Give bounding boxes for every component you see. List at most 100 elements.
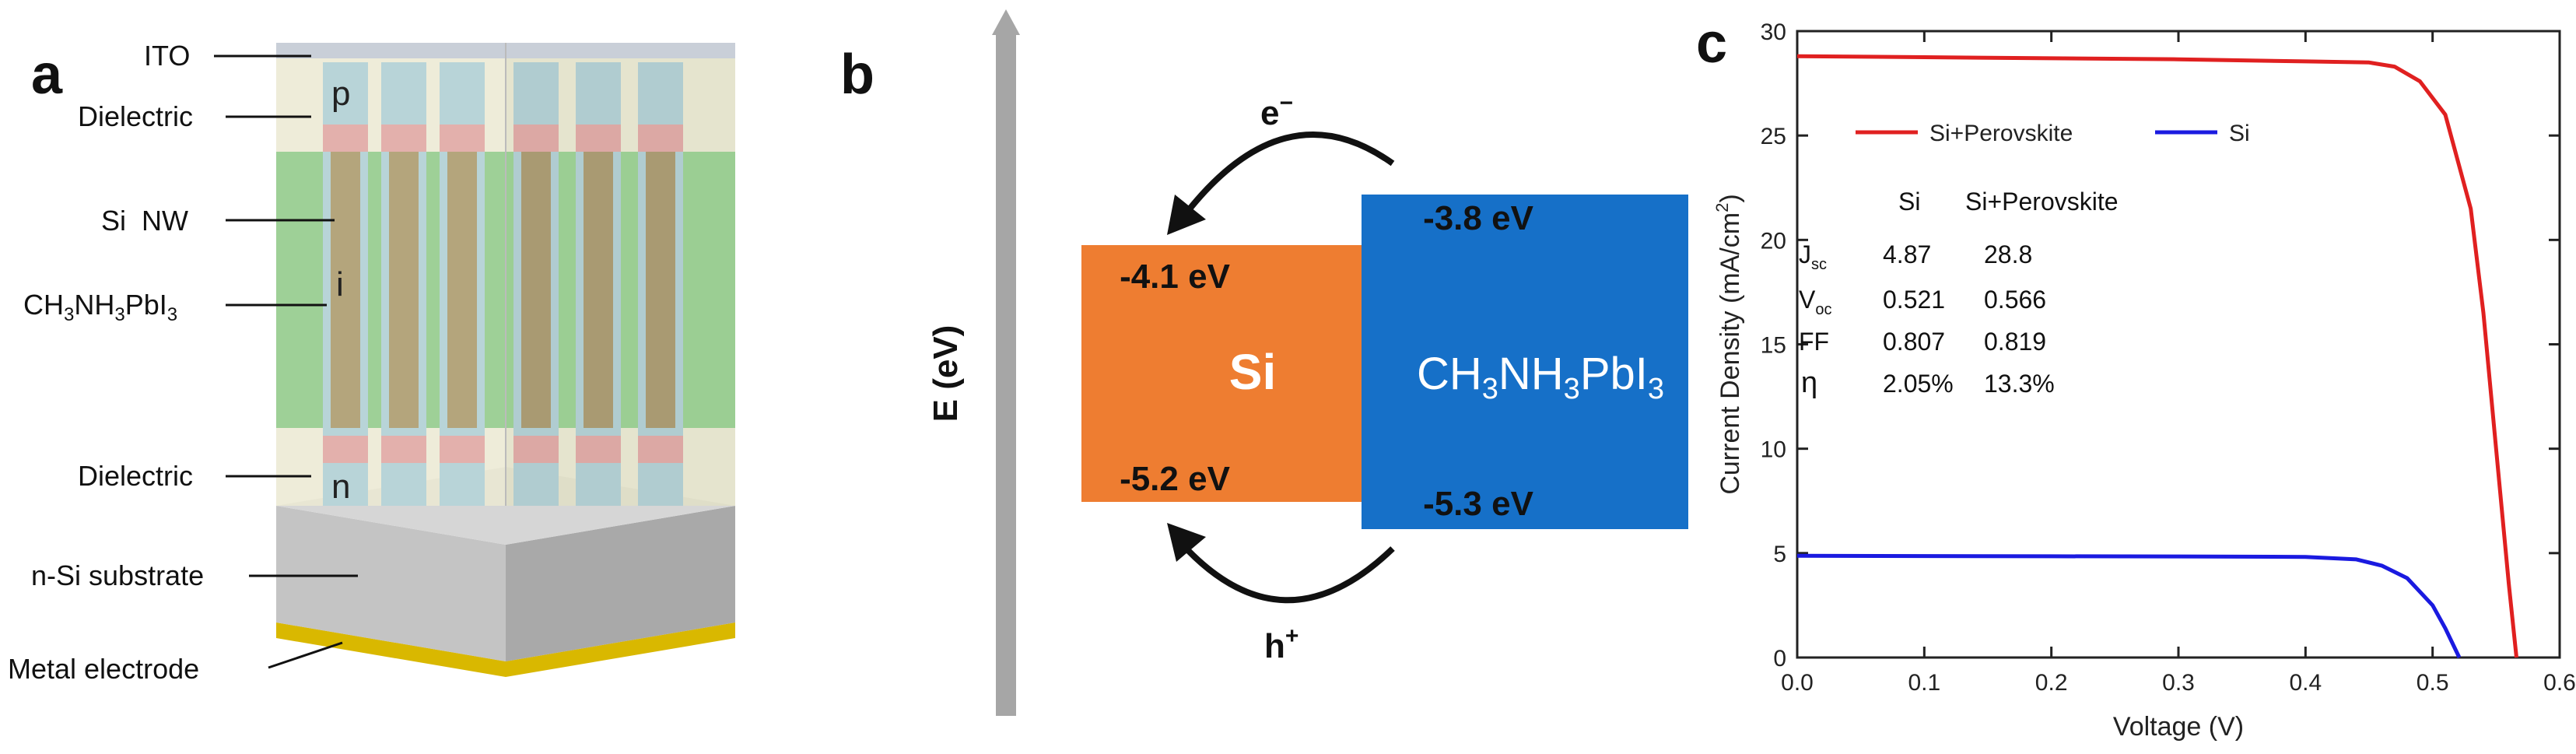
table-si-voc: 0.521 xyxy=(1883,286,1945,314)
label-si-nw: Si NW xyxy=(101,205,188,237)
si-band-box xyxy=(1081,245,1408,502)
nanowire-5-dielectric-bottom xyxy=(576,436,621,463)
table-param-ff: FF xyxy=(1799,328,1829,356)
hole-label: h+ xyxy=(1264,623,1299,665)
electron-label: e− xyxy=(1260,90,1293,132)
legend-label: Si xyxy=(2229,121,2250,146)
label-dielectric-top: Dielectric xyxy=(78,100,193,132)
x-tick-label: 0.0 xyxy=(1781,670,1814,696)
table-sp-voc: 0.566 xyxy=(1984,286,2046,314)
table-param-jsc: Jsc xyxy=(1799,240,1827,273)
perovskite-label-pbi: PbI xyxy=(1580,349,1648,399)
chart-x-axis-label: Voltage (V) xyxy=(2113,712,2244,742)
band-diagram-svg: b E (eV) Si -4.1 eV -5.2 eV CH3NH3PbI3 -… xyxy=(840,9,1688,716)
x-tick-label: 0.4 xyxy=(2289,670,2322,696)
region-label-i: i xyxy=(336,265,344,303)
region-label-p: p xyxy=(331,75,350,113)
panel-letter-c: c xyxy=(1696,12,1727,75)
table-header-sp: Si+Perovskite xyxy=(1965,188,2119,216)
perovskite-band-box xyxy=(1362,195,1688,529)
y-tick-label: 20 xyxy=(1761,228,1786,254)
nanowire-1-core xyxy=(331,152,360,428)
energy-axis-label: E (eV) xyxy=(927,325,965,423)
chart-y-label-main: Current Density (mA/cm xyxy=(1716,212,1745,495)
label-perovskite-sub3: 3 xyxy=(167,304,177,325)
perovskite-label-s2: 3 xyxy=(1564,373,1580,405)
nanowire-3-dielectric-top xyxy=(440,124,485,152)
label-perovskite-sub2: 3 xyxy=(114,304,124,325)
y-tick-label: 5 xyxy=(1773,542,1786,567)
si-conduction-level: -4.1 eV xyxy=(1120,258,1231,296)
perovskite-valence-level: -5.3 eV xyxy=(1423,485,1534,523)
si-valence-level: -5.2 eV xyxy=(1120,460,1231,498)
nanowire-array xyxy=(323,62,683,506)
label-ito: ITO xyxy=(144,40,190,72)
label-dielectric-bottom: Dielectric xyxy=(78,460,193,492)
nanowire-5-dielectric-top xyxy=(576,124,621,152)
y-tick-label: 15 xyxy=(1761,333,1786,359)
nanowire-2-dielectric-bottom xyxy=(381,436,426,463)
nanowire-2-core xyxy=(389,152,419,428)
y-tick-label: 25 xyxy=(1761,124,1786,149)
metal-electrode-layer xyxy=(276,622,735,677)
label-metal-electrode: Metal electrode xyxy=(8,653,199,685)
nanowire-1-dielectric-top xyxy=(323,124,368,152)
label-perovskite: CH3NH3PbI3 xyxy=(23,289,177,325)
nanowire-4-dielectric-top xyxy=(513,124,559,152)
legend-label: Si+Perovskite xyxy=(1929,121,2073,146)
perovskite-label-s3: 3 xyxy=(1648,373,1664,405)
electron-arrowhead xyxy=(1167,195,1206,235)
nanowire-1-dielectric-bottom xyxy=(323,436,368,463)
table-sp-eta: 13.3% xyxy=(1984,370,2055,398)
table-si-eta: 2.05% xyxy=(1883,370,1954,398)
table-sp-ff: 0.819 xyxy=(1984,328,2046,356)
nanowire-6-core xyxy=(646,152,675,428)
panel-b-band-diagram: b E (eV) Si -4.1 eV -5.2 eV CH3NH3PbI3 -… xyxy=(840,0,1688,754)
nanowire-2-dielectric-top xyxy=(381,124,426,152)
x-tick-label: 0.1 xyxy=(1908,670,1940,696)
label-perovskite-pbi: PbI xyxy=(125,289,167,321)
label-perovskite-ch: CH xyxy=(23,289,64,321)
y-tick-label: 10 xyxy=(1761,437,1786,463)
energy-axis-arrowhead xyxy=(992,9,1020,35)
label-perovskite-sub1: 3 xyxy=(64,304,74,325)
hole-label-base: h xyxy=(1264,627,1285,665)
callout-metal xyxy=(268,641,343,669)
hole-transfer-arrow xyxy=(1180,542,1395,604)
table-si-jsc: 4.87 xyxy=(1883,240,1931,268)
perovskite-label-nh: NH xyxy=(1498,349,1564,399)
panel-a-device-schematic: a xyxy=(0,0,840,754)
nanowire-6-dielectric-top xyxy=(638,124,683,152)
x-tick-label: 0.6 xyxy=(2543,670,2576,696)
nanowire-3-core xyxy=(447,152,477,428)
panel-letter-a: a xyxy=(31,44,63,106)
table-param-voc-main: V xyxy=(1799,286,1816,314)
perovskite-conduction-level: -3.8 eV xyxy=(1423,199,1534,237)
table-param-jsc-main: J xyxy=(1799,240,1811,268)
nanowire-4-core xyxy=(521,152,551,428)
table-param-voc-sub: oc xyxy=(1815,301,1831,318)
nanowire-5-core xyxy=(584,152,613,428)
chart-y-axis-label: Current Density (mA/cm2) xyxy=(1712,194,1745,494)
x-tick-label: 0.2 xyxy=(2035,670,2068,696)
electron-label-base: e xyxy=(1260,94,1279,132)
energy-axis-bar xyxy=(996,31,1016,716)
nanowire-6-dielectric-bottom xyxy=(638,436,683,463)
table-param-voc: Voc xyxy=(1799,286,1831,318)
table-param-eta: η xyxy=(1801,366,1817,399)
chart-y-label-sup: 2 xyxy=(1712,203,1732,212)
x-tick-label: 0.5 xyxy=(2417,670,2449,696)
callout-lines xyxy=(214,54,358,669)
electron-transfer-arrow xyxy=(1179,131,1395,220)
substrate-front xyxy=(276,506,506,661)
nanowire-4-dielectric-bottom xyxy=(513,436,559,463)
perovskite-label: CH3NH3PbI3 xyxy=(1417,349,1664,405)
table-header-si: Si xyxy=(1898,188,1920,216)
table-sp-jsc: 28.8 xyxy=(1984,240,2032,268)
parameter-table: Si Si+Perovskite Jsc 4.87 28.8 Voc 0.521… xyxy=(1799,188,2119,399)
chart-y-label-end: ) xyxy=(1716,194,1745,202)
device-schematic-svg: a xyxy=(8,40,735,685)
series-line-si xyxy=(1796,553,2462,659)
table-si-ff: 0.807 xyxy=(1883,328,1945,356)
y-tick-label: 30 xyxy=(1761,19,1786,45)
